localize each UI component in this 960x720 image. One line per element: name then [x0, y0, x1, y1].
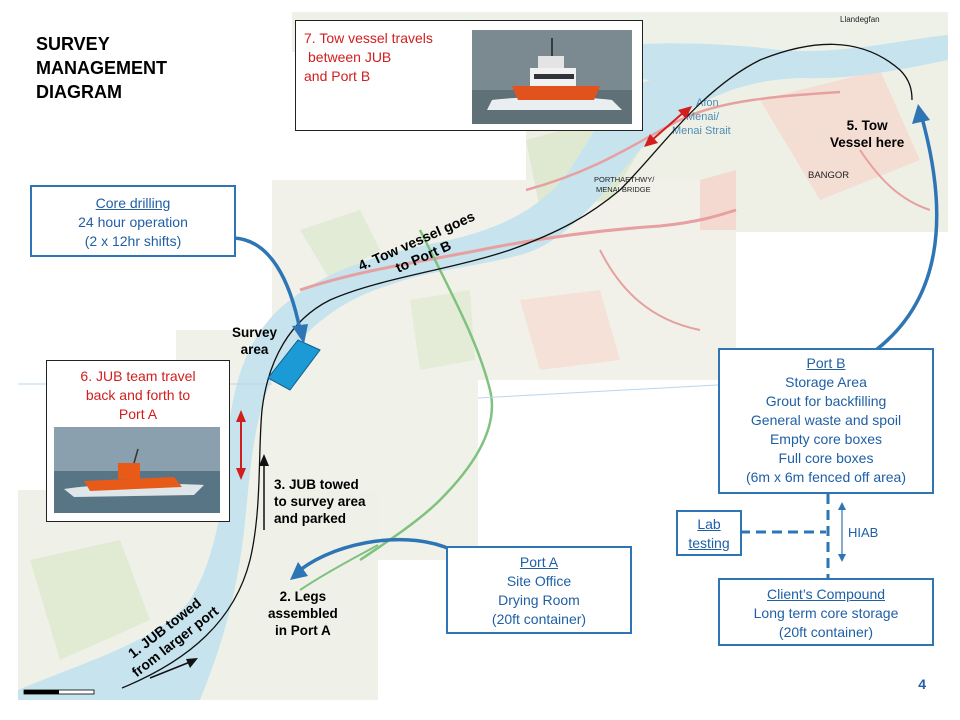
- tow-vessel-line-3: and Port B: [304, 68, 371, 84]
- strait-label-3: Menai Strait: [672, 125, 731, 137]
- title-line-2: MANAGEMENT: [36, 58, 167, 78]
- lab-testing-line-2: testing: [688, 535, 730, 551]
- step3-line-1: 3. JUB towed: [274, 477, 359, 492]
- jub-team-line-1: 6. JUB team travel: [80, 368, 196, 384]
- step5-line-1: 5. Tow: [846, 118, 888, 133]
- page-number: 4: [918, 676, 926, 692]
- survey-area-line-2: area: [240, 342, 269, 357]
- clients-compound-heading: Client’s Compound: [766, 586, 886, 602]
- port-b-heading: Port B: [806, 355, 846, 371]
- tow-vessel-line-1: 7. Tow vessel travels: [304, 30, 433, 46]
- red-double-arrow-jub: [236, 410, 246, 480]
- jub-team-line-2: back and forth to: [85, 387, 191, 403]
- port-b-line-2: Grout for backfilling: [765, 393, 887, 409]
- port-a-heading: Port A: [519, 554, 559, 570]
- step2-label: 2. Legs assembled in Port A: [268, 588, 338, 639]
- porthaethwy-label-1: PORTHAETHWY/: [594, 175, 655, 184]
- blue-arrow-port-a: [290, 537, 453, 580]
- title-line-3: DIAGRAM: [36, 82, 122, 102]
- hiab-arrows: [838, 502, 846, 562]
- clients-compound-line-1: Long term core storage: [753, 605, 899, 621]
- core-drilling-line-1: 24 hour operation: [78, 214, 188, 230]
- step1-arrowhead: [186, 658, 198, 668]
- core-drilling-box: Core drilling 24 hour operation (2 x 12h…: [30, 185, 236, 257]
- step3-line-3: and parked: [274, 511, 347, 526]
- step3-arrowhead: [259, 454, 269, 466]
- llandegfan-label: Llandegfan: [840, 15, 880, 24]
- survey-area-label: Survey area: [232, 324, 277, 358]
- port-b-line-6: (6m x 6m fenced off area): [745, 469, 907, 485]
- bangor-label: BANGOR: [808, 170, 849, 181]
- port-b-line-1: Storage Area: [785, 374, 867, 390]
- port-b-line-5: Full core boxes: [778, 450, 874, 466]
- step3-label: 3. JUB towed to survey area and parked: [274, 476, 366, 527]
- step2-line-1: 2. Legs: [279, 589, 327, 604]
- port-a-box: Port A Site Office Drying Room (20ft con…: [446, 546, 632, 634]
- port-b-line-3: General waste and spoil: [750, 412, 902, 428]
- step1-arrow: [149, 661, 191, 679]
- lab-testing-line-1: Lab: [697, 516, 721, 532]
- step2-line-2: assembled: [268, 606, 338, 621]
- title-line-1: SURVEY: [36, 34, 110, 54]
- survey-area-line-1: Survey: [232, 325, 278, 340]
- port-b-line-4: Empty core boxes: [769, 431, 883, 447]
- hiab-label: HIAB: [848, 525, 879, 540]
- survey-area-shape: [267, 339, 321, 391]
- route-line: [121, 43, 913, 689]
- port-a-line-1: Site Office: [506, 573, 572, 589]
- page-title: SURVEY MANAGEMENT DIAGRAM: [36, 32, 167, 104]
- jub-team-line-3: Port A: [118, 406, 158, 422]
- step3-line-2: to survey area: [274, 494, 366, 509]
- blue-arrow-port-b: [874, 104, 939, 352]
- step5-line-2: Vessel here: [830, 135, 905, 150]
- port-b-box: Port B Storage Area Grout for backfillin…: [718, 348, 934, 494]
- strait-label-1: Afon: [696, 97, 719, 109]
- core-drilling-heading: Core drilling: [95, 195, 171, 211]
- clients-compound-box: Client’s Compound Long term core storage…: [718, 578, 934, 646]
- rib-boat-photo: [54, 427, 220, 513]
- tow-vessel-line-2: between JUB: [308, 49, 392, 65]
- red-double-arrow-tow: [644, 106, 692, 147]
- strait-label-2: Menai/: [686, 111, 720, 123]
- scale-bar: [23, 689, 95, 695]
- clients-compound-line-2: (20ft container): [778, 624, 874, 640]
- porthaethwy-label-2: MENAI BRIDGE: [596, 185, 651, 194]
- core-drilling-line-2: (2 x 12hr shifts): [84, 233, 182, 249]
- port-a-line-3: (20ft container): [491, 611, 587, 627]
- step5-label: 5. Tow Vessel here: [830, 117, 904, 151]
- tow-vessel-photo: [472, 30, 632, 124]
- lab-testing-box: Lab testing: [676, 510, 742, 556]
- port-a-line-2: Drying Room: [498, 592, 580, 608]
- step2-line-3: in Port A: [275, 623, 331, 638]
- blue-arrow-core-drilling: [233, 236, 308, 344]
